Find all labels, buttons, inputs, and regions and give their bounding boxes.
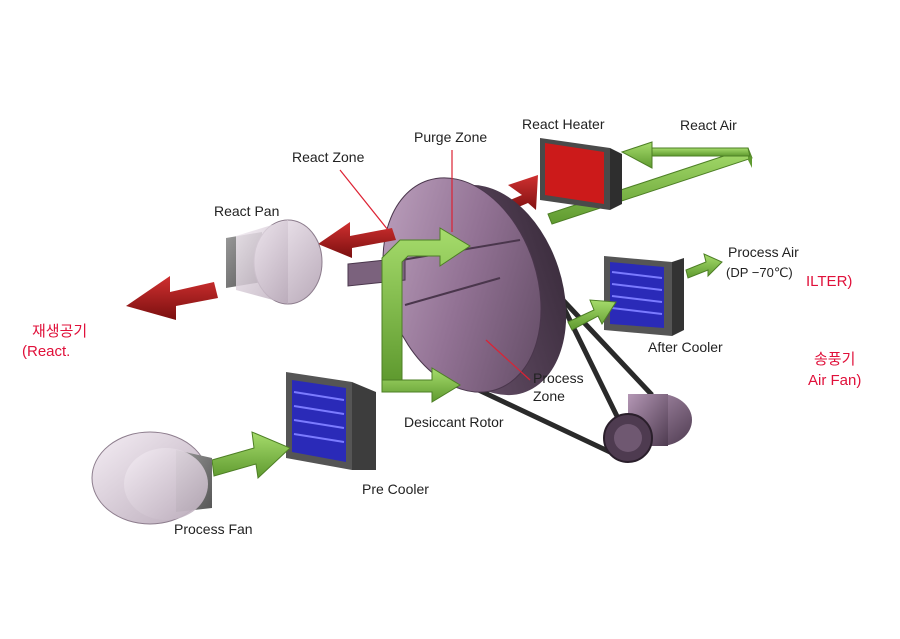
label-react-heater: React Heater bbox=[522, 116, 605, 132]
pre-cooler bbox=[286, 372, 376, 470]
label-process-zone-line2: Zone bbox=[533, 388, 565, 404]
label-process-fan: Process Fan bbox=[174, 521, 253, 537]
exhaust-arrow bbox=[126, 276, 218, 320]
fan-to-pre-cooler-arrow bbox=[211, 431, 291, 480]
label-react-air: React Air bbox=[680, 117, 737, 133]
process-air-out-arrow bbox=[685, 253, 723, 279]
overlay-regen-air-kr: 재생공기 bbox=[32, 323, 88, 340]
label-process-zone-line1: Process bbox=[533, 370, 584, 386]
overlay-blower-en: Air Fan) bbox=[808, 372, 862, 389]
react-air-arrow bbox=[620, 141, 653, 169]
rotor-divider-lower bbox=[404, 277, 501, 306]
drive-motor bbox=[603, 394, 692, 463]
label-purge-zone: Purge Zone bbox=[414, 129, 488, 145]
react-pan bbox=[226, 219, 323, 305]
rotor-outlet-arrow bbox=[381, 367, 461, 403]
process-fan bbox=[91, 431, 212, 525]
rotor-to-after-cooler-arrow bbox=[567, 299, 617, 331]
label-after-cooler: After Cooler bbox=[648, 339, 723, 355]
react-heater bbox=[540, 138, 622, 210]
label-desiccant-rotor: Desiccant Rotor bbox=[404, 414, 504, 430]
rotor-to-pan-arrow bbox=[318, 222, 396, 258]
react-zone-leader bbox=[339, 169, 389, 231]
label-process-air: Process Air bbox=[728, 244, 799, 260]
label-process-air-dp: (DP −70℃) bbox=[726, 265, 793, 280]
process-zone-leader bbox=[485, 339, 531, 381]
overlay-filter-partial: ILTER) bbox=[806, 273, 853, 290]
label-react-zone: React Zone bbox=[292, 149, 365, 165]
label-react-pan: React Pan bbox=[214, 203, 280, 219]
overlay-blower-kr: 송풍기 bbox=[814, 351, 856, 368]
overlay-regen-air-en: (React. bbox=[22, 343, 71, 360]
process-duct bbox=[381, 227, 471, 403]
label-pre-cooler: Pre Cooler bbox=[362, 481, 429, 497]
after-cooler bbox=[604, 256, 684, 336]
